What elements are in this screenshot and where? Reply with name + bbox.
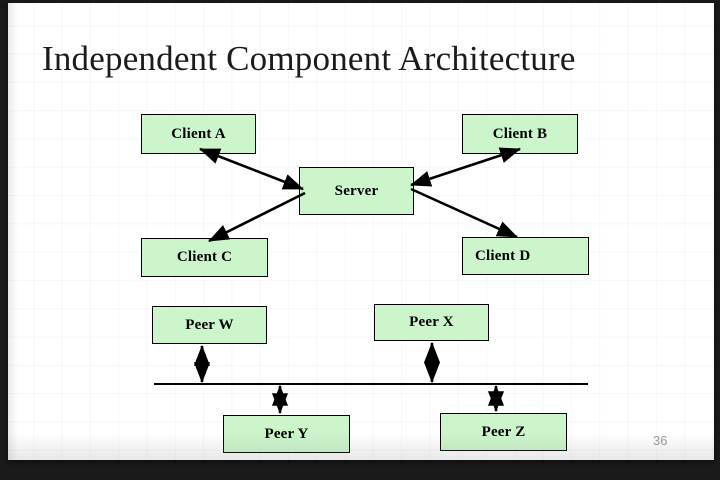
node-client-b-label: Client B xyxy=(492,125,548,142)
node-peer-z-label: Peer Z xyxy=(481,423,526,440)
node-peer-y-label: Peer Y xyxy=(264,425,309,442)
node-client-a[interactable]: Client A xyxy=(141,114,256,154)
node-peer-x-label: Peer X xyxy=(409,314,454,330)
edge-server-client-d xyxy=(410,187,518,239)
node-peer-w[interactable]: Peer W xyxy=(152,306,267,344)
page-title: Independent Component Architecture xyxy=(42,39,576,78)
node-client-a-label: Client A xyxy=(171,125,226,142)
edge-server-client-c xyxy=(208,191,306,243)
edge-client-a-server xyxy=(199,147,304,191)
slide-canvas: Independent Component Architecture Clien… xyxy=(8,3,714,460)
node-client-b[interactable]: Client B xyxy=(462,114,578,154)
node-peer-z[interactable]: Peer Z xyxy=(440,413,567,451)
node-client-c[interactable]: Client C xyxy=(141,238,268,277)
node-client-d[interactable]: Client D xyxy=(462,237,589,275)
node-peer-w-label: Peer W xyxy=(185,316,234,333)
edge-client-b-server xyxy=(410,147,521,187)
node-server-label: Server xyxy=(334,182,379,199)
node-client-c-label: Client C xyxy=(176,249,233,265)
node-client-d-label: Client D xyxy=(475,247,531,264)
page-number: 36 xyxy=(653,433,668,448)
node-peer-y[interactable]: Peer Y xyxy=(223,415,350,453)
node-server[interactable]: Server xyxy=(299,167,414,215)
node-peer-x[interactable]: Peer X xyxy=(374,304,489,341)
